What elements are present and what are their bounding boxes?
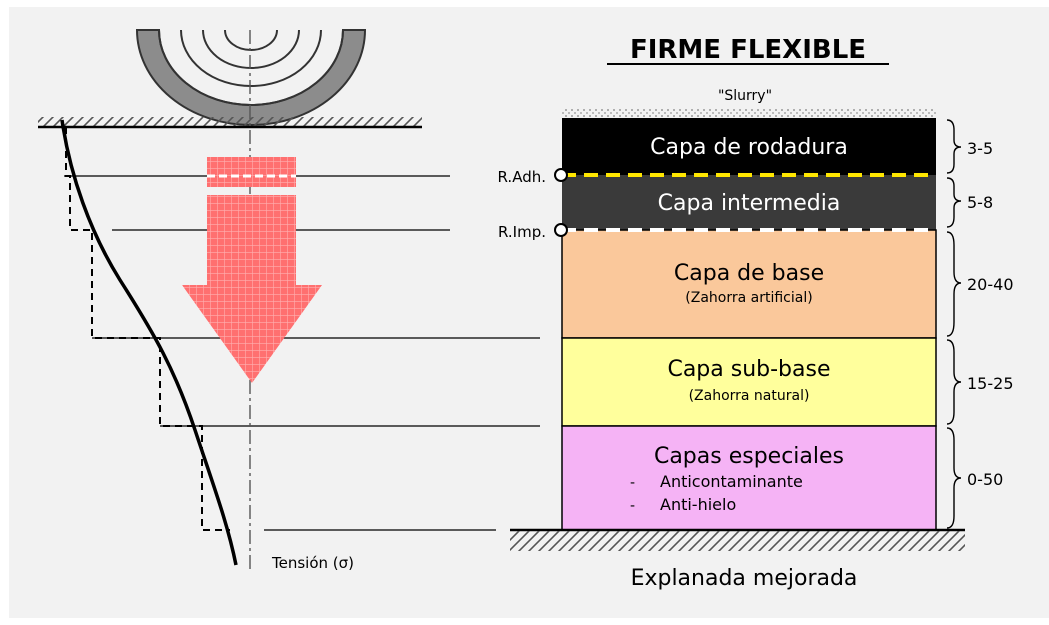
list-item-bullet: - [630, 475, 635, 491]
thickness-braces [946, 119, 962, 529]
thickness-especiales: 0-50 [967, 470, 1003, 489]
surface-ground-hatch [38, 117, 422, 129]
slurry-label: "Slurry" [718, 88, 772, 104]
stress-curve [60, 119, 238, 566]
layer-reference-lines [64, 175, 540, 531]
layer-rodadura-label: Capa de rodadura [650, 135, 848, 160]
layer-base-label: Capa de base [674, 261, 824, 286]
thickness-base: 20-40 [967, 275, 1014, 294]
layer-intermedia-label: Capa intermedia [658, 191, 841, 216]
tire-cross-section-icon [135, 29, 367, 126]
layer-subbase: Capa sub-base (Zahorra natural) [561, 337, 937, 427]
stress-step-line [65, 127, 230, 531]
layer-intermedia: Capa intermedia [562, 175, 936, 230]
layer-subbase-subtitle: (Zahorra natural) [689, 388, 810, 404]
load-arrow-icon [182, 157, 322, 383]
layer-especiales-label: Capas especiales [654, 444, 844, 469]
layer-subbase-label: Capa sub-base [667, 357, 830, 382]
layer-rodadura: Capa de rodadura [562, 118, 936, 175]
list-item-bullet: - [630, 498, 635, 514]
thickness-rodadura: 3-5 [967, 139, 993, 158]
slurry-strip [562, 108, 936, 118]
stress-label: Tensión (σ) [271, 554, 354, 572]
thickness-subbase: 15-25 [967, 374, 1014, 393]
impregnation-marker [554, 223, 568, 237]
foundation-hatch [510, 528, 965, 551]
layer-base: Capa de base (Zahorra artificial) [561, 229, 937, 339]
list-item: Anti-hielo [660, 495, 736, 514]
list-item: Anticontaminante [660, 472, 803, 491]
thickness-intermedia: 5-8 [967, 193, 993, 212]
page-title: FIRME FLEXIBLE [630, 35, 866, 65]
layer-base-subtitle: (Zahorra artificial) [685, 290, 812, 306]
impregnation-label: R.Imp. [498, 223, 546, 241]
foundation-label: Explanada mejorada [631, 566, 858, 591]
adherence-marker [554, 168, 568, 182]
adherence-label: R.Adh. [498, 168, 546, 186]
layer-especiales: Capas especiales - Anticontaminante - An… [561, 425, 937, 531]
